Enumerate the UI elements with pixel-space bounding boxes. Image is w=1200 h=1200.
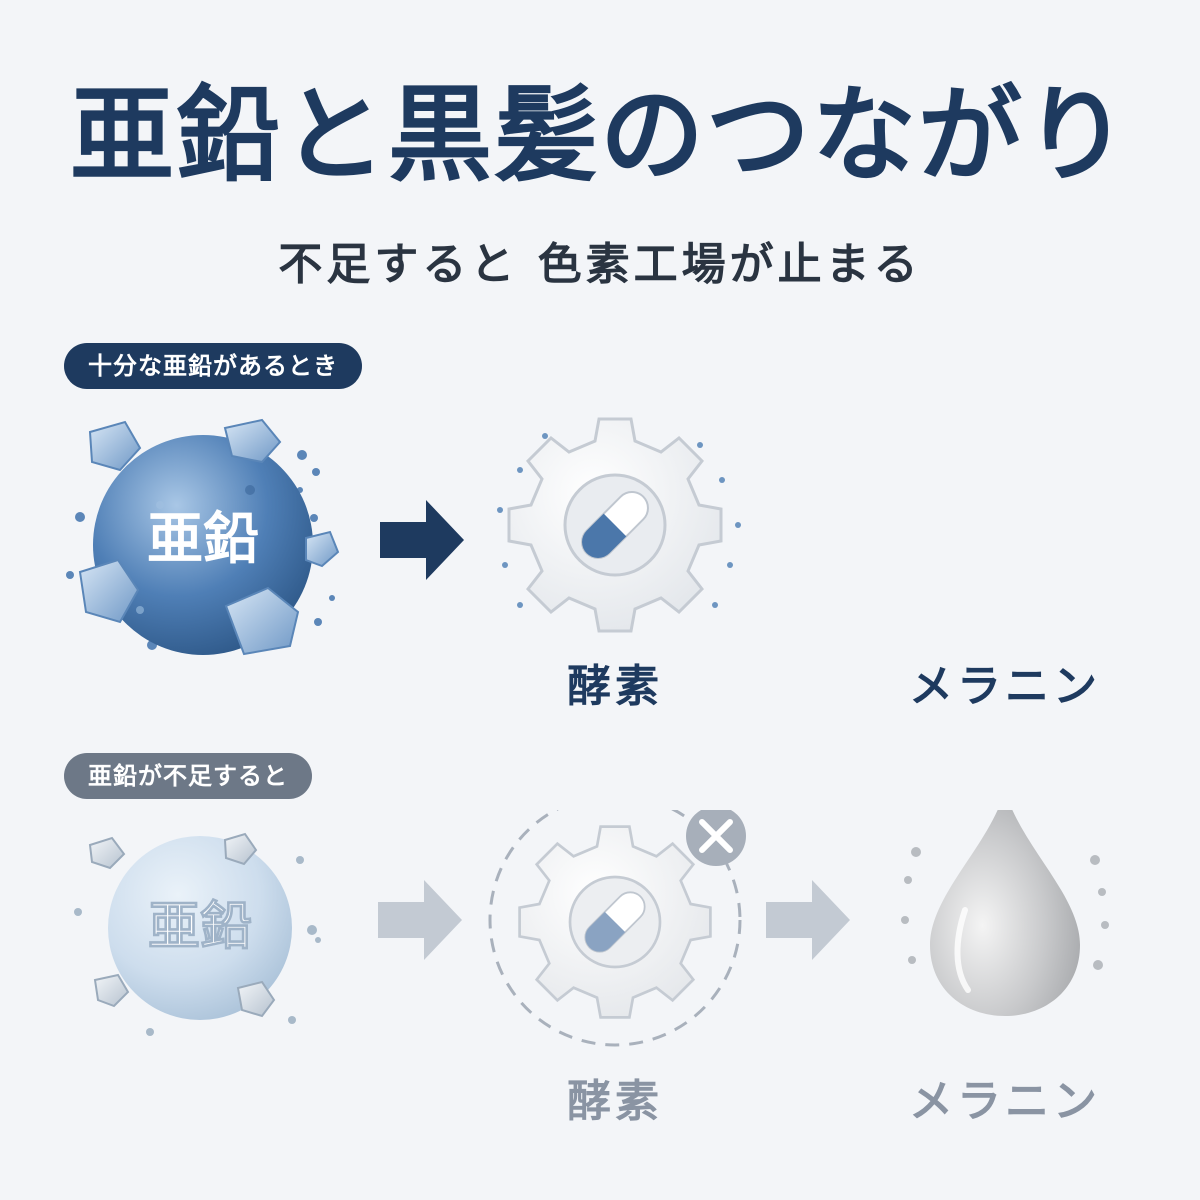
section-label-deficient: 亜鉛が不足すると (64, 753, 312, 799)
zinc-label: 亜鉛 (147, 507, 259, 572)
flow-sufficient: 亜鉛 (0, 400, 1200, 760)
enzyme-label: 酵素 (567, 661, 663, 712)
zinc-label: 亜鉛 (148, 897, 252, 957)
enzyme-label: 酵素 (567, 1076, 663, 1127)
close-x-icon (686, 810, 746, 866)
droplet-icon (901, 810, 1109, 1016)
arrow-right-icon (380, 500, 464, 580)
arrow-right-icon (766, 880, 850, 960)
melanin-label: メラニン (909, 1076, 1101, 1127)
flow-deficient: 亜鉛 (0, 810, 1200, 1170)
melanin-label: メラニン (909, 661, 1101, 712)
gear-capsule-icon (497, 417, 741, 633)
arrow-right-icon (378, 880, 462, 960)
zinc-crystal-sphere-icon (74, 832, 321, 1036)
page-subtitle: 不足すると 色素工場が止まる (278, 239, 922, 290)
gear-capsule-icon (488, 810, 742, 1047)
page-title: 亜鉛と黒髪のつながり (69, 74, 1130, 196)
zinc-crystal-sphere-icon (66, 418, 340, 656)
section-label-sufficient: 十分な亜鉛があるとき (64, 343, 362, 389)
